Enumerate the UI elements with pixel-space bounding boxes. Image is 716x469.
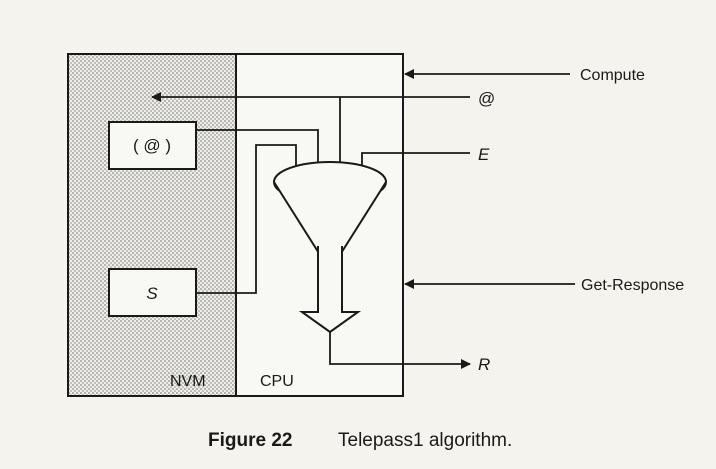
s-register-label: S <box>146 284 158 303</box>
compute-label: Compute <box>580 67 645 84</box>
nvm-label: NVM <box>170 373 206 390</box>
e-input-label: E <box>478 145 490 164</box>
nvm-region <box>67 53 237 397</box>
r-output-label: R <box>478 355 490 374</box>
at-register-box <box>108 121 197 170</box>
get-response-label: Get-Response <box>581 277 684 294</box>
figure-number: Figure 22 <box>208 430 292 451</box>
cpu-label: CPU <box>260 373 294 390</box>
at-input-label: @ <box>478 89 495 108</box>
figure-title: Telepass1 algorithm. <box>338 430 512 451</box>
at-register-label: ( @ ) <box>133 136 171 155</box>
r-output-arrow <box>329 332 471 369</box>
s-register-box <box>108 268 197 317</box>
s-box-to-funnel-arrow <box>196 144 301 294</box>
